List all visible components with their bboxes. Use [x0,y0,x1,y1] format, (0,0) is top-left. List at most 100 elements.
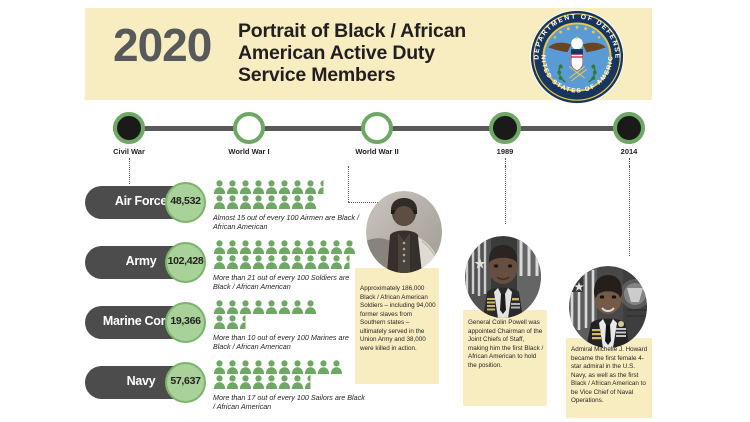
person-icon [291,255,304,269]
person-icon [278,375,291,389]
timeline: Civil War World War I World War II 1989 … [85,112,655,184]
person-icon [330,240,343,254]
person-icon [213,315,226,329]
timeline-label-0: Civil War [113,147,145,156]
person-icon [330,360,343,374]
timeline-node-2014[interactable] [613,112,645,144]
person-icon [213,255,226,269]
person-icon [278,360,291,374]
timeline-label-3: 1989 [496,147,514,156]
person-icon [278,195,291,209]
person-icon [304,240,317,254]
connector-civil-war-horizontal [348,202,378,203]
person-icon [304,300,317,314]
person-icon [252,375,265,389]
person-icon [239,375,252,389]
person-icon [317,255,330,269]
icon-row-2 [213,195,330,210]
branch-value-marine-corps: 19,366 [170,315,201,327]
person-icon [265,360,278,374]
person-icon [278,240,291,254]
branch-note-marine-corps: More than 10 out of every 100 Marines ar… [213,333,349,352]
person-icon [226,360,239,374]
person-icon [239,255,252,269]
timeline-dotted-0 [129,158,130,184]
connector-howard-vertical [629,166,630,256]
callout-card-michelle-howard [566,338,652,418]
person-icon [304,360,317,374]
admiral-michelle-howard-photo [569,266,647,348]
person-icon [213,360,226,374]
branch-circle-army [165,242,206,283]
person-icon [239,315,252,329]
branch-name-air-force: Air Force [114,194,168,208]
person-icon [213,240,226,254]
branch-circle-air-force [165,182,206,223]
person-icon [239,195,252,209]
person-icon [213,180,226,194]
callout-text-michelle-howard: Admiral Michelle J. Howard became the fi… [571,346,648,404]
branch-circle-navy [165,362,206,403]
person-icon [317,360,330,374]
civil-war-soldier-photo [366,191,442,273]
person-icon [317,240,330,254]
person-icon [317,180,330,194]
branch-value-army: 102,428 [167,255,204,267]
person-icon [291,300,304,314]
person-icon [291,240,304,254]
person-icon [239,240,252,254]
person-icon [265,300,278,314]
icon-row-1 [213,300,317,315]
person-icon [291,180,304,194]
person-icon [226,315,239,329]
person-icon [226,195,239,209]
callout-text-civil-war: Approximately 186,000 Black / African Am… [360,285,436,352]
timeline-node-world-war-i[interactable] [233,112,265,144]
person-icon [239,360,252,374]
person-icon [252,195,265,209]
connector-powell-vertical [505,166,506,224]
icon-row-1 [213,180,330,195]
branch-name-navy: Navy [126,374,156,388]
person-icon [265,255,278,269]
person-icon [265,180,278,194]
callout-card-colin-powell [463,310,547,406]
person-icon [343,240,356,254]
timeline-node-world-war-ii[interactable] [361,112,393,144]
person-icon [291,195,304,209]
timeline-node-1989[interactable] [489,112,521,144]
person-icon [278,255,291,269]
person-icon [304,195,317,209]
person-icon [252,300,265,314]
person-icon [291,375,304,389]
person-icon [226,375,239,389]
person-icon [226,300,239,314]
person-icon [304,375,317,389]
icon-row-2 [213,315,317,330]
branch-note-navy: More than 17 out of every 100 Sailors ar… [213,393,365,412]
dod-seal: DEPARTMENT OF DEFENSE UNITED STATES OF A… [526,4,625,105]
person-icon [330,255,343,269]
person-icon [265,240,278,254]
person-icon [304,180,317,194]
timeline-node-civil-war[interactable] [113,112,145,144]
person-icon [278,300,291,314]
branch-circle-marine-corps [165,302,206,343]
icon-area-marine-corps [213,300,317,330]
person-icon [278,180,291,194]
connector-civil-war-vertical [348,166,349,202]
person-icon [213,375,226,389]
callout-text-colin-powell: General Colin Powell was appointed Chair… [468,319,544,369]
icon-row-1 [213,360,343,375]
year-label: 2020 [113,19,212,71]
icon-row-1 [213,240,356,255]
icon-area-air-force [213,180,330,210]
timeline-label-4: 2014 [620,147,638,156]
person-icon [213,300,226,314]
person-icon [239,300,252,314]
person-icon [252,240,265,254]
person-icon [343,255,356,269]
page-title: Portrait of Black / African American Act… [238,20,466,86]
person-icon [304,255,317,269]
